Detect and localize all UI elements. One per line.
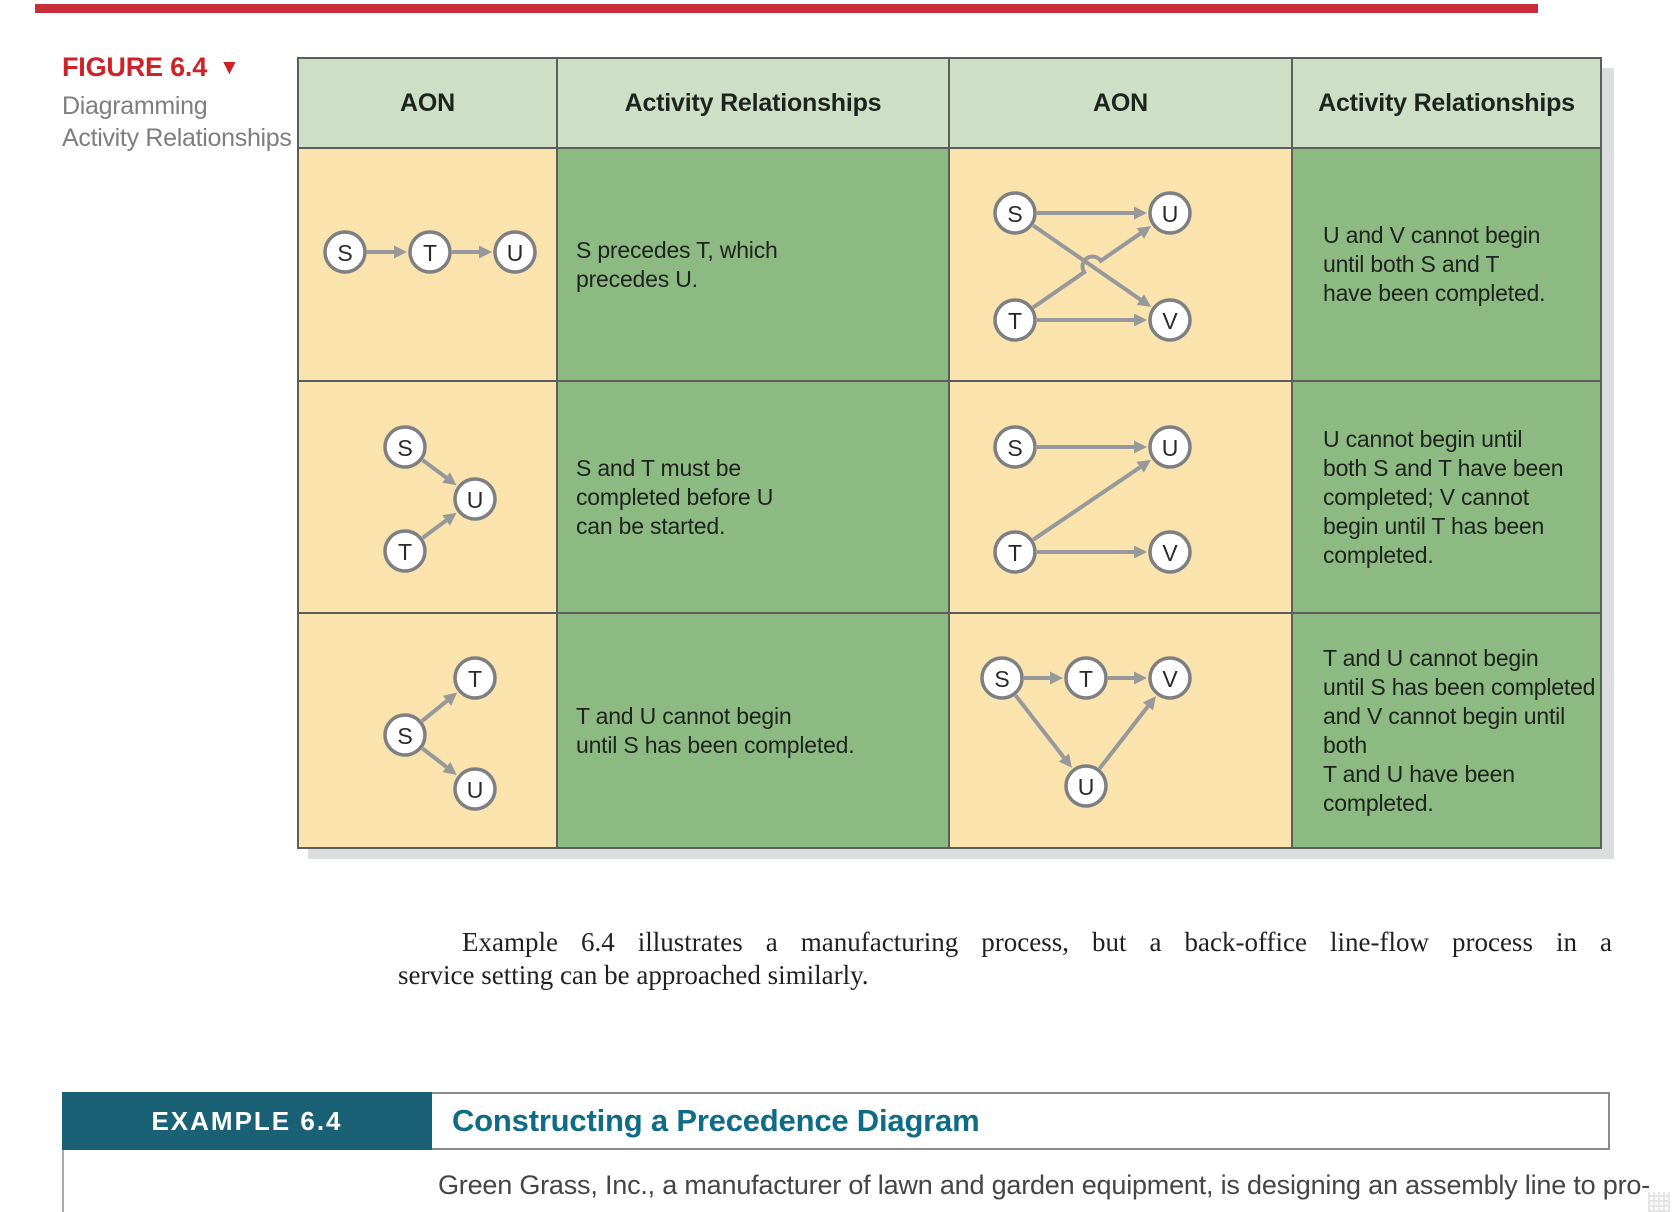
- example-header-strip: EXAMPLE 6.4 Constructing a Precedence Di…: [62, 1092, 1610, 1150]
- relationship-cell-row2-left: S and T must be completed before U can b…: [558, 382, 948, 612]
- aon-cell-row3-right: [950, 614, 1291, 847]
- aon-cell-row3-left: [299, 614, 556, 847]
- relationship-cell-row3-right: T and U cannot begin until S has been co…: [1293, 614, 1600, 847]
- page-top-rule: [35, 4, 1538, 13]
- relationship-cell-row2-right: U cannot begin until both S and T have b…: [1293, 382, 1600, 612]
- example-title: Constructing a Precedence Diagram: [452, 1103, 980, 1138]
- aon-cell-row1-right: [950, 149, 1291, 380]
- figure-label-text: FIGURE 6.4: [62, 52, 208, 82]
- scan-artifact: [1648, 1192, 1670, 1212]
- example-body-text: Green Grass, Inc., a manufacturer of law…: [438, 1170, 1650, 1200]
- column-header-aon-1: AON: [299, 59, 556, 147]
- aon-cell-row1-left: [299, 149, 556, 380]
- aon-cell-row2-left: [299, 382, 556, 612]
- column-header-relationships-2: Activity Relationships: [1293, 59, 1600, 147]
- figure-label: FIGURE 6.4 ▼: [62, 52, 292, 83]
- figure-marker-triangle-icon: ▼: [219, 56, 240, 79]
- column-header-aon-2: AON: [950, 59, 1291, 147]
- example-badge: EXAMPLE 6.4: [62, 1092, 432, 1150]
- relationship-cell-row3-left: T and U cannot begin until S has been co…: [558, 614, 948, 847]
- example-box-left-border: [62, 1150, 64, 1212]
- figure-caption-line-2: Activity Relationships: [62, 124, 292, 152]
- aon-cell-row2-right: [950, 382, 1291, 612]
- figure-caption: FIGURE 6.4 ▼ Diagramming Activity Relatio…: [62, 52, 292, 154]
- body-paragraph-line-2: service setting can be approached simila…: [398, 960, 869, 990]
- figure-caption-line-1: Diagramming: [62, 92, 208, 120]
- relationship-cell-row1-right: U and V cannot begin until both S and T …: [1293, 149, 1600, 380]
- body-paragraph: Example 6.4 illustrates a manufacturing …: [398, 926, 1612, 992]
- column-header-relationships-1: Activity Relationships: [558, 59, 948, 147]
- body-paragraph-line-1: Example 6.4 illustrates a manufacturing …: [462, 927, 1612, 957]
- figure-6-4-table: AON Activity Relationships AON Activity …: [297, 57, 1602, 849]
- relationship-cell-row1-left: S precedes T, which precedes U.: [558, 149, 948, 380]
